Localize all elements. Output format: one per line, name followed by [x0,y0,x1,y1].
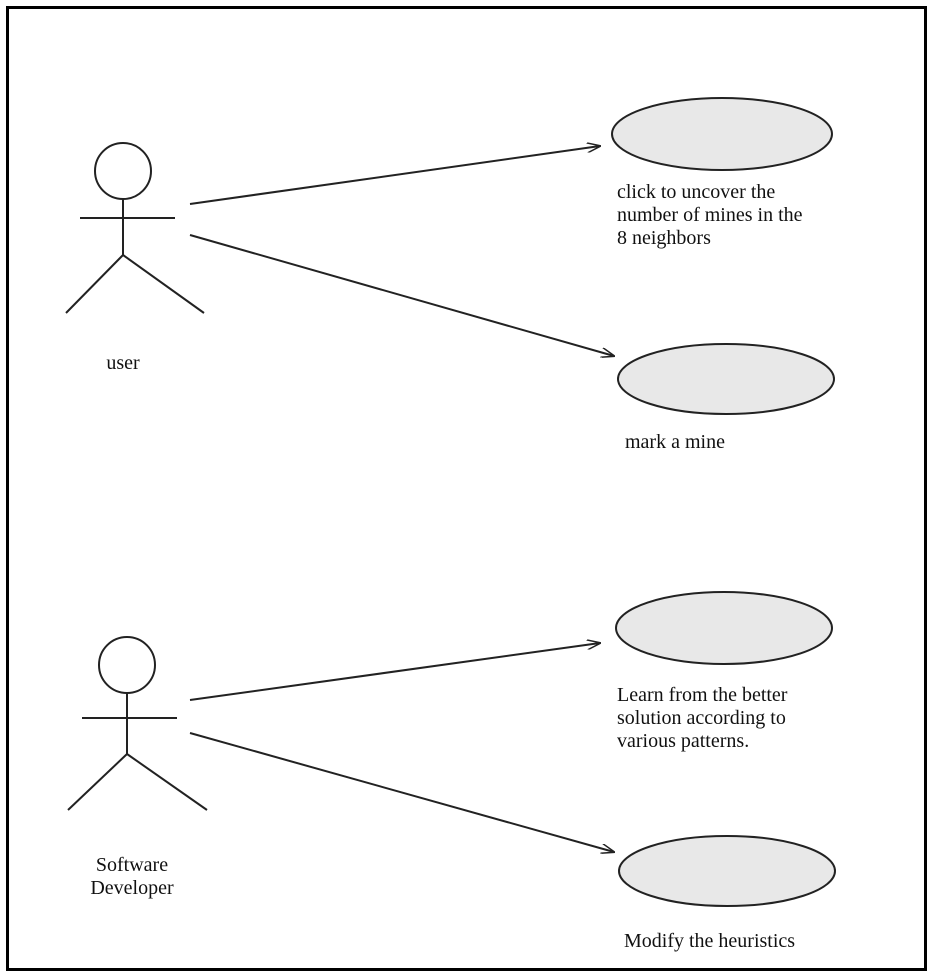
association-developer-modify [189,732,614,852]
usecase-learn-ellipse [615,591,833,665]
usecase-modify-ellipse [618,835,836,907]
usecase-mark-ellipse [617,343,835,415]
association-developer-learn [189,643,600,701]
actor-user-figure [65,142,205,314]
actor-user-left-leg [65,254,124,314]
usecase-uncover-ellipse [611,97,833,171]
actor-developer-label: Software Developer [90,854,174,899]
usecase-uncover-label: click to uncover the number of mines in … [617,181,803,249]
usecase-learn-label: Learn from the better solution according… [617,684,788,752]
usecase-modify-label: Modify the heuristics [624,930,796,952]
actor-user-head [94,142,152,200]
actor-developer-left-leg [67,753,128,811]
actor-user-label: user [106,352,140,374]
actor-developer-right-leg [126,753,208,811]
actor-user-right-leg [122,254,205,314]
association-user-uncover [189,146,600,205]
actor-developer-figure [67,636,208,811]
association-user-mark [189,234,614,356]
usecase-mark-label: mark a mine [625,431,725,453]
actor-developer-head [98,636,156,694]
